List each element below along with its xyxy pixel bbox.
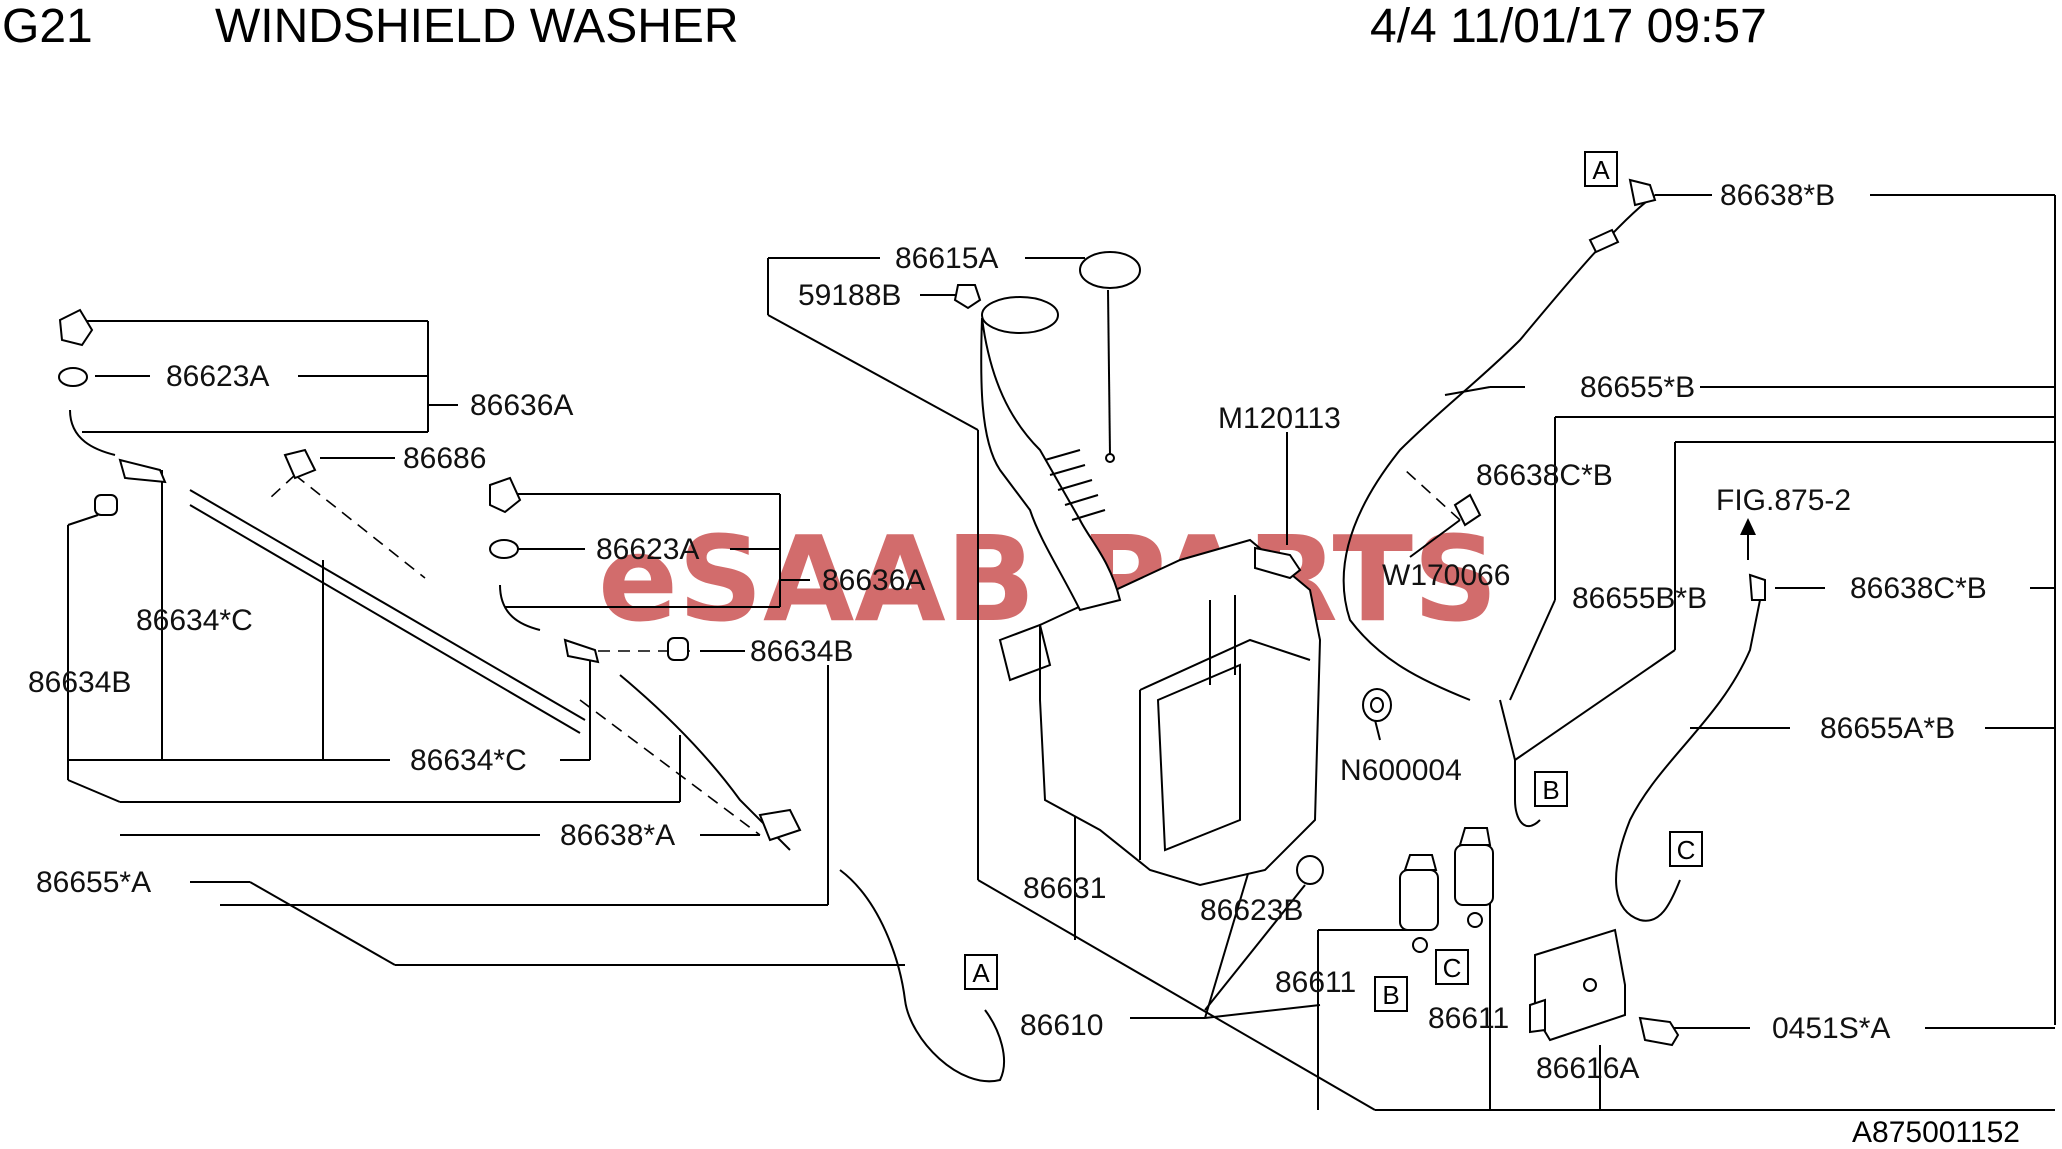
tag-c-pump: C — [1443, 953, 1462, 983]
label-86655bb: 86655B*B — [1572, 582, 1707, 615]
label-86615a: 86615A — [895, 242, 998, 275]
label-w170066: W170066 — [1382, 559, 1510, 592]
grommet-n600004 — [1362, 688, 1392, 722]
label-86655b: 86655*B — [1580, 371, 1695, 404]
nozzle-left — [58, 308, 167, 516]
filler-neck — [980, 296, 1122, 612]
label-86631: 86631 — [1023, 872, 1106, 905]
pump-86611-left — [1399, 854, 1439, 953]
label-86623b: 86623B — [1200, 894, 1303, 927]
label-86634b-left: 86634B — [28, 666, 131, 699]
tag-b-pump: B — [1382, 980, 1399, 1010]
label-m120113: M120113 — [1218, 402, 1341, 435]
label-86610: 86610 — [1020, 1009, 1103, 1042]
nozzle-mid — [489, 476, 689, 664]
label-86638cb-upper: 86638C*B — [1476, 459, 1613, 492]
diagram-title: WINDSHIELD WASHER — [215, 0, 739, 53]
label-86655ab: 86655A*B — [1820, 712, 1955, 745]
tag-a-top: A — [1592, 155, 1610, 185]
page-date-stamp: 4/4 11/01/17 09:57 — [1370, 0, 1767, 53]
watermark-esaab: eSAAB — [598, 510, 1036, 648]
label-86616a: 86616A — [1536, 1052, 1639, 1085]
label-86638a: 86638*A — [560, 819, 675, 852]
label-86636a-left: 86636A — [470, 389, 573, 422]
label-86686: 86686 — [403, 442, 486, 475]
label-86611-right: 86611 — [1428, 1002, 1509, 1035]
section-code: G21 — [2, 0, 93, 53]
screw-0451s — [1638, 1016, 1680, 1047]
label-86636a-mid: 86636A — [822, 564, 925, 597]
callout-labels: 86638*B 86615A 59188B 86623A 86636A 8668… — [28, 179, 1987, 1085]
pump-86611-right — [1454, 827, 1494, 928]
label-86655a: 86655*A — [36, 866, 151, 899]
label-n600004: N600004 — [1340, 754, 1462, 787]
connector-tags: A A B B C C — [964, 151, 1703, 1012]
label-fig-875-2: FIG.875-2 — [1716, 484, 1851, 517]
label-0451sa: 0451S*A — [1772, 1012, 1890, 1045]
bolt-m120113 — [1254, 546, 1302, 580]
label-86634b-right: 86634B — [750, 635, 853, 668]
drawing-id: A875001152 — [1852, 1116, 2020, 1149]
label-86638cb-right: 86638C*B — [1850, 572, 1987, 605]
clip-59188b — [953, 284, 982, 310]
label-86638b: 86638*B — [1720, 179, 1835, 212]
filler-cap-dipstick — [1079, 251, 1141, 463]
label-86634c-lower: 86634*C — [410, 744, 527, 777]
label-86611-left: 86611 — [1275, 966, 1356, 999]
nozzle-right — [1453, 178, 1766, 601]
tag-b-pipe: B — [1542, 775, 1559, 805]
washer-reservoir — [998, 538, 1322, 887]
tag-c-hose: C — [1677, 835, 1696, 865]
tag-a-bottom: A — [972, 958, 990, 988]
label-86623a-mid: 86623A — [596, 533, 699, 566]
arrow-fig-reference — [1740, 518, 1756, 560]
label-86623a-left: 86623A — [166, 360, 269, 393]
control-unit-86616a — [1529, 928, 1626, 1042]
connector-86638a — [758, 808, 802, 842]
clip-86686 — [283, 448, 317, 480]
leader-lines — [67, 194, 2056, 1111]
label-86634c-upper: 86634*C — [136, 604, 253, 637]
grommet-86623b — [1296, 855, 1324, 885]
label-59188b: 59188B — [798, 279, 901, 312]
